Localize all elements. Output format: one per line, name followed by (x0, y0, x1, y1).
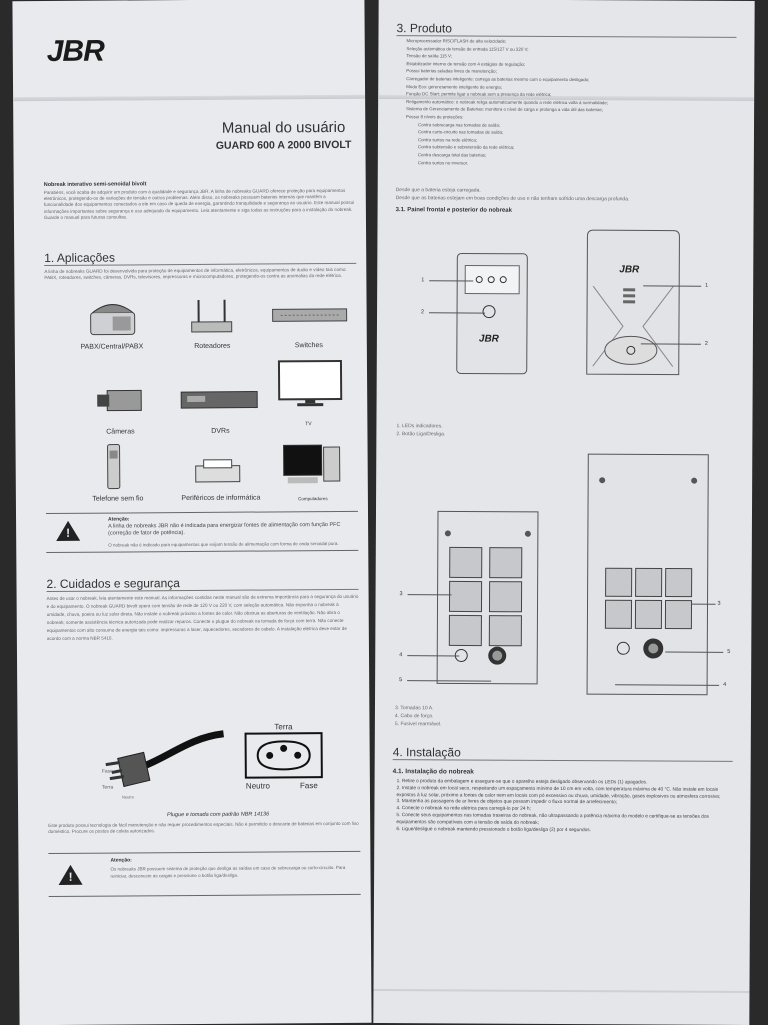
printer-icon (192, 458, 244, 486)
callout-number: 5 (399, 677, 402, 683)
painel-heading: 3.1. Painel frontal e posterior do nobre… (396, 207, 696, 215)
section-aplicacoes-heading: 1. Aplicações (44, 251, 115, 265)
callout-line (692, 604, 716, 605)
warning-text: A linha de nobreaks JBR não é indicada p… (108, 522, 356, 538)
callout-line (407, 655, 459, 656)
socket-label-neutro: Neutro (230, 781, 286, 790)
install-step: 5. Conecte seus equipamentos nas tomadas… (396, 813, 736, 828)
callout-number: 2 (421, 309, 424, 315)
rear-legend-item: 4. Cabo de força. (395, 713, 433, 719)
callout-number: 4 (399, 652, 402, 658)
cordless-phone-icon (101, 440, 125, 492)
footnote: Desde que as baterias estejam em boas co… (396, 195, 736, 203)
nobreak-rear-view-large (583, 450, 712, 705)
plug-label-terra: Terra (102, 785, 113, 791)
produto-features: Microprocessador RISC/FLASH de alta velo… (406, 37, 737, 168)
plug-label-fase: Fase (102, 769, 113, 775)
aplicacao-label: DVRs (185, 428, 255, 435)
cuidados-text: Antes de usar o nobreak, leia atentament… (47, 593, 359, 643)
warning-icon (56, 521, 80, 541)
callout-number: 1 (705, 283, 708, 289)
callout-number: 1 (421, 277, 424, 283)
section-cuidados-heading: 2. Cuidados e segurança (46, 576, 180, 591)
aplicacoes-text: A linha de nobreaks GUARD foi desenvolvi… (44, 267, 356, 282)
callout-line (429, 280, 473, 281)
plug-caption: Plugue e tomada com padrão NBR 14136 (128, 811, 308, 818)
aplicacao-label: Telefone sem fio (78, 495, 158, 503)
cuidados-text-2: Este produto possui tecnologia de fácil … (48, 821, 360, 836)
callout-line (407, 680, 491, 681)
computer-icon (282, 441, 344, 487)
socket-label-terra: Terra (265, 722, 301, 731)
nobreak-rear-view (431, 505, 544, 690)
warning-text: Os nobreaks JBR possuem sistema de prote… (110, 865, 358, 880)
paper-fold (373, 989, 749, 993)
divider (393, 759, 733, 762)
callout-number: 3 (400, 591, 403, 597)
manual-title: Manual do usuário (222, 119, 346, 137)
callout-line (408, 594, 452, 595)
instalacao-subheading: 4.1. Instalação do nobreak (393, 769, 693, 777)
aplicacao-label: PABX/Central/PABX (67, 343, 157, 351)
aplicacao-label: TV (293, 421, 323, 427)
paper-fold (13, 95, 365, 101)
nobreak-front-view-alt: JBR (583, 226, 684, 379)
callout-number: 4 (723, 682, 726, 688)
tv-icon (275, 359, 347, 410)
instalacao-steps: 1. Retire o produto da embalagem e asseg… (396, 779, 736, 835)
callout-number: 2 (705, 341, 708, 347)
front-legend-item: 2. Botão Liga/Desliga. (396, 431, 445, 437)
rear-legend-item: 3. Tomadas 10 A. (395, 705, 434, 711)
front-legend-item: 1. LEDs indicadores. (396, 423, 442, 429)
intro-heading: Nobreak interativo semi-senoidal bivolt (44, 180, 344, 188)
plug-label-neutro: Neutro (122, 794, 134, 799)
socket-illustration (244, 731, 324, 780)
socket-label-fase: Fase (284, 781, 334, 790)
section-produto-heading: 3. Produto (396, 21, 451, 35)
rear-legend-item: 5. Fusível rearmável. (395, 721, 442, 727)
manual-left-page: JBR Manual do usuário GUARD 600 A 2000 B… (12, 0, 371, 1025)
aplicacao-label: Câmeras (85, 428, 155, 435)
pabx-phone-icon (83, 298, 143, 338)
aplicacao-label: Periféricos de informática (166, 494, 276, 502)
section-instalacao-heading: 4. Instalação (393, 745, 461, 759)
svg-text:JBR: JBR (619, 264, 640, 275)
callout-line (429, 312, 485, 313)
intro-text: Parabéns, você acaba de adquirir um prod… (44, 188, 356, 221)
warning-icon (58, 865, 82, 885)
dvr-icon (179, 388, 261, 415)
manual-right-page: 3. Produto Microprocessador RISC/FLASH d… (373, 0, 754, 1025)
plug-illustration (98, 728, 226, 799)
footnote: Desde que a bateria esteja carregada. (396, 187, 736, 195)
install-step: 6. Ligue/desligue o nobreak mantendo pre… (396, 827, 736, 836)
warning-label: Atenção: (108, 516, 129, 522)
jbr-logo: JBR (47, 35, 104, 69)
callout-number: 3 (718, 601, 721, 607)
warning-label: Atenção: (110, 857, 131, 863)
router-icon (186, 296, 236, 336)
aplicacao-label: Switches (277, 342, 341, 349)
aplicacao-label: Roteadores (175, 343, 250, 351)
callout-number: 5 (727, 649, 730, 655)
manual-subtitle: GUARD 600 A 2000 BIVOLT (216, 139, 352, 152)
aplicacao-label: Computadores (288, 496, 338, 501)
protection-list: Contra sobrecarga nas tomadas de saída; … (406, 121, 736, 168)
nobreak-front-view: JBR (453, 249, 534, 377)
svg-text:JBR: JBR (479, 334, 500, 345)
camera-icon (93, 384, 149, 420)
protection-item: Contra surtos no inversor. (418, 159, 736, 168)
switch-icon (271, 303, 351, 328)
